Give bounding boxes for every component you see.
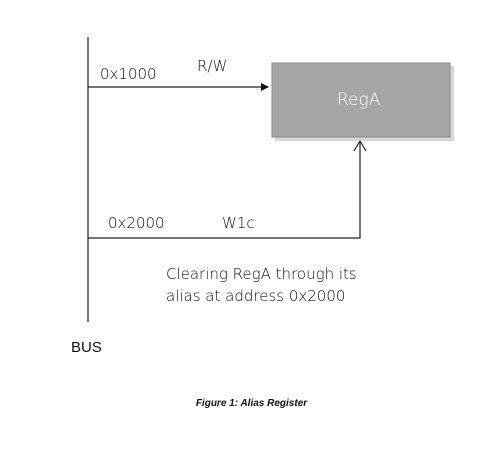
annotation-line-1: Clearing RegA through its <box>166 265 357 283</box>
register-box <box>271 62 451 138</box>
address-label-0x2000: 0x2000 <box>108 214 165 232</box>
figure-caption: Figure 1: Alias Register <box>195 398 308 409</box>
address-label-0x1000: 0x1000 <box>100 65 157 83</box>
w1c-path <box>88 142 361 239</box>
access-label-w1c: W1c <box>222 214 255 232</box>
w1c-arrowhead <box>353 139 367 152</box>
annotation-line-2: alias at address 0x2000 <box>166 287 346 305</box>
annotation-note: Clearing RegA through its alias at addre… <box>166 263 357 307</box>
access-label-rw: R/W <box>197 57 228 75</box>
bus-label: BUS <box>71 339 102 356</box>
register-label: RegA <box>337 90 381 110</box>
